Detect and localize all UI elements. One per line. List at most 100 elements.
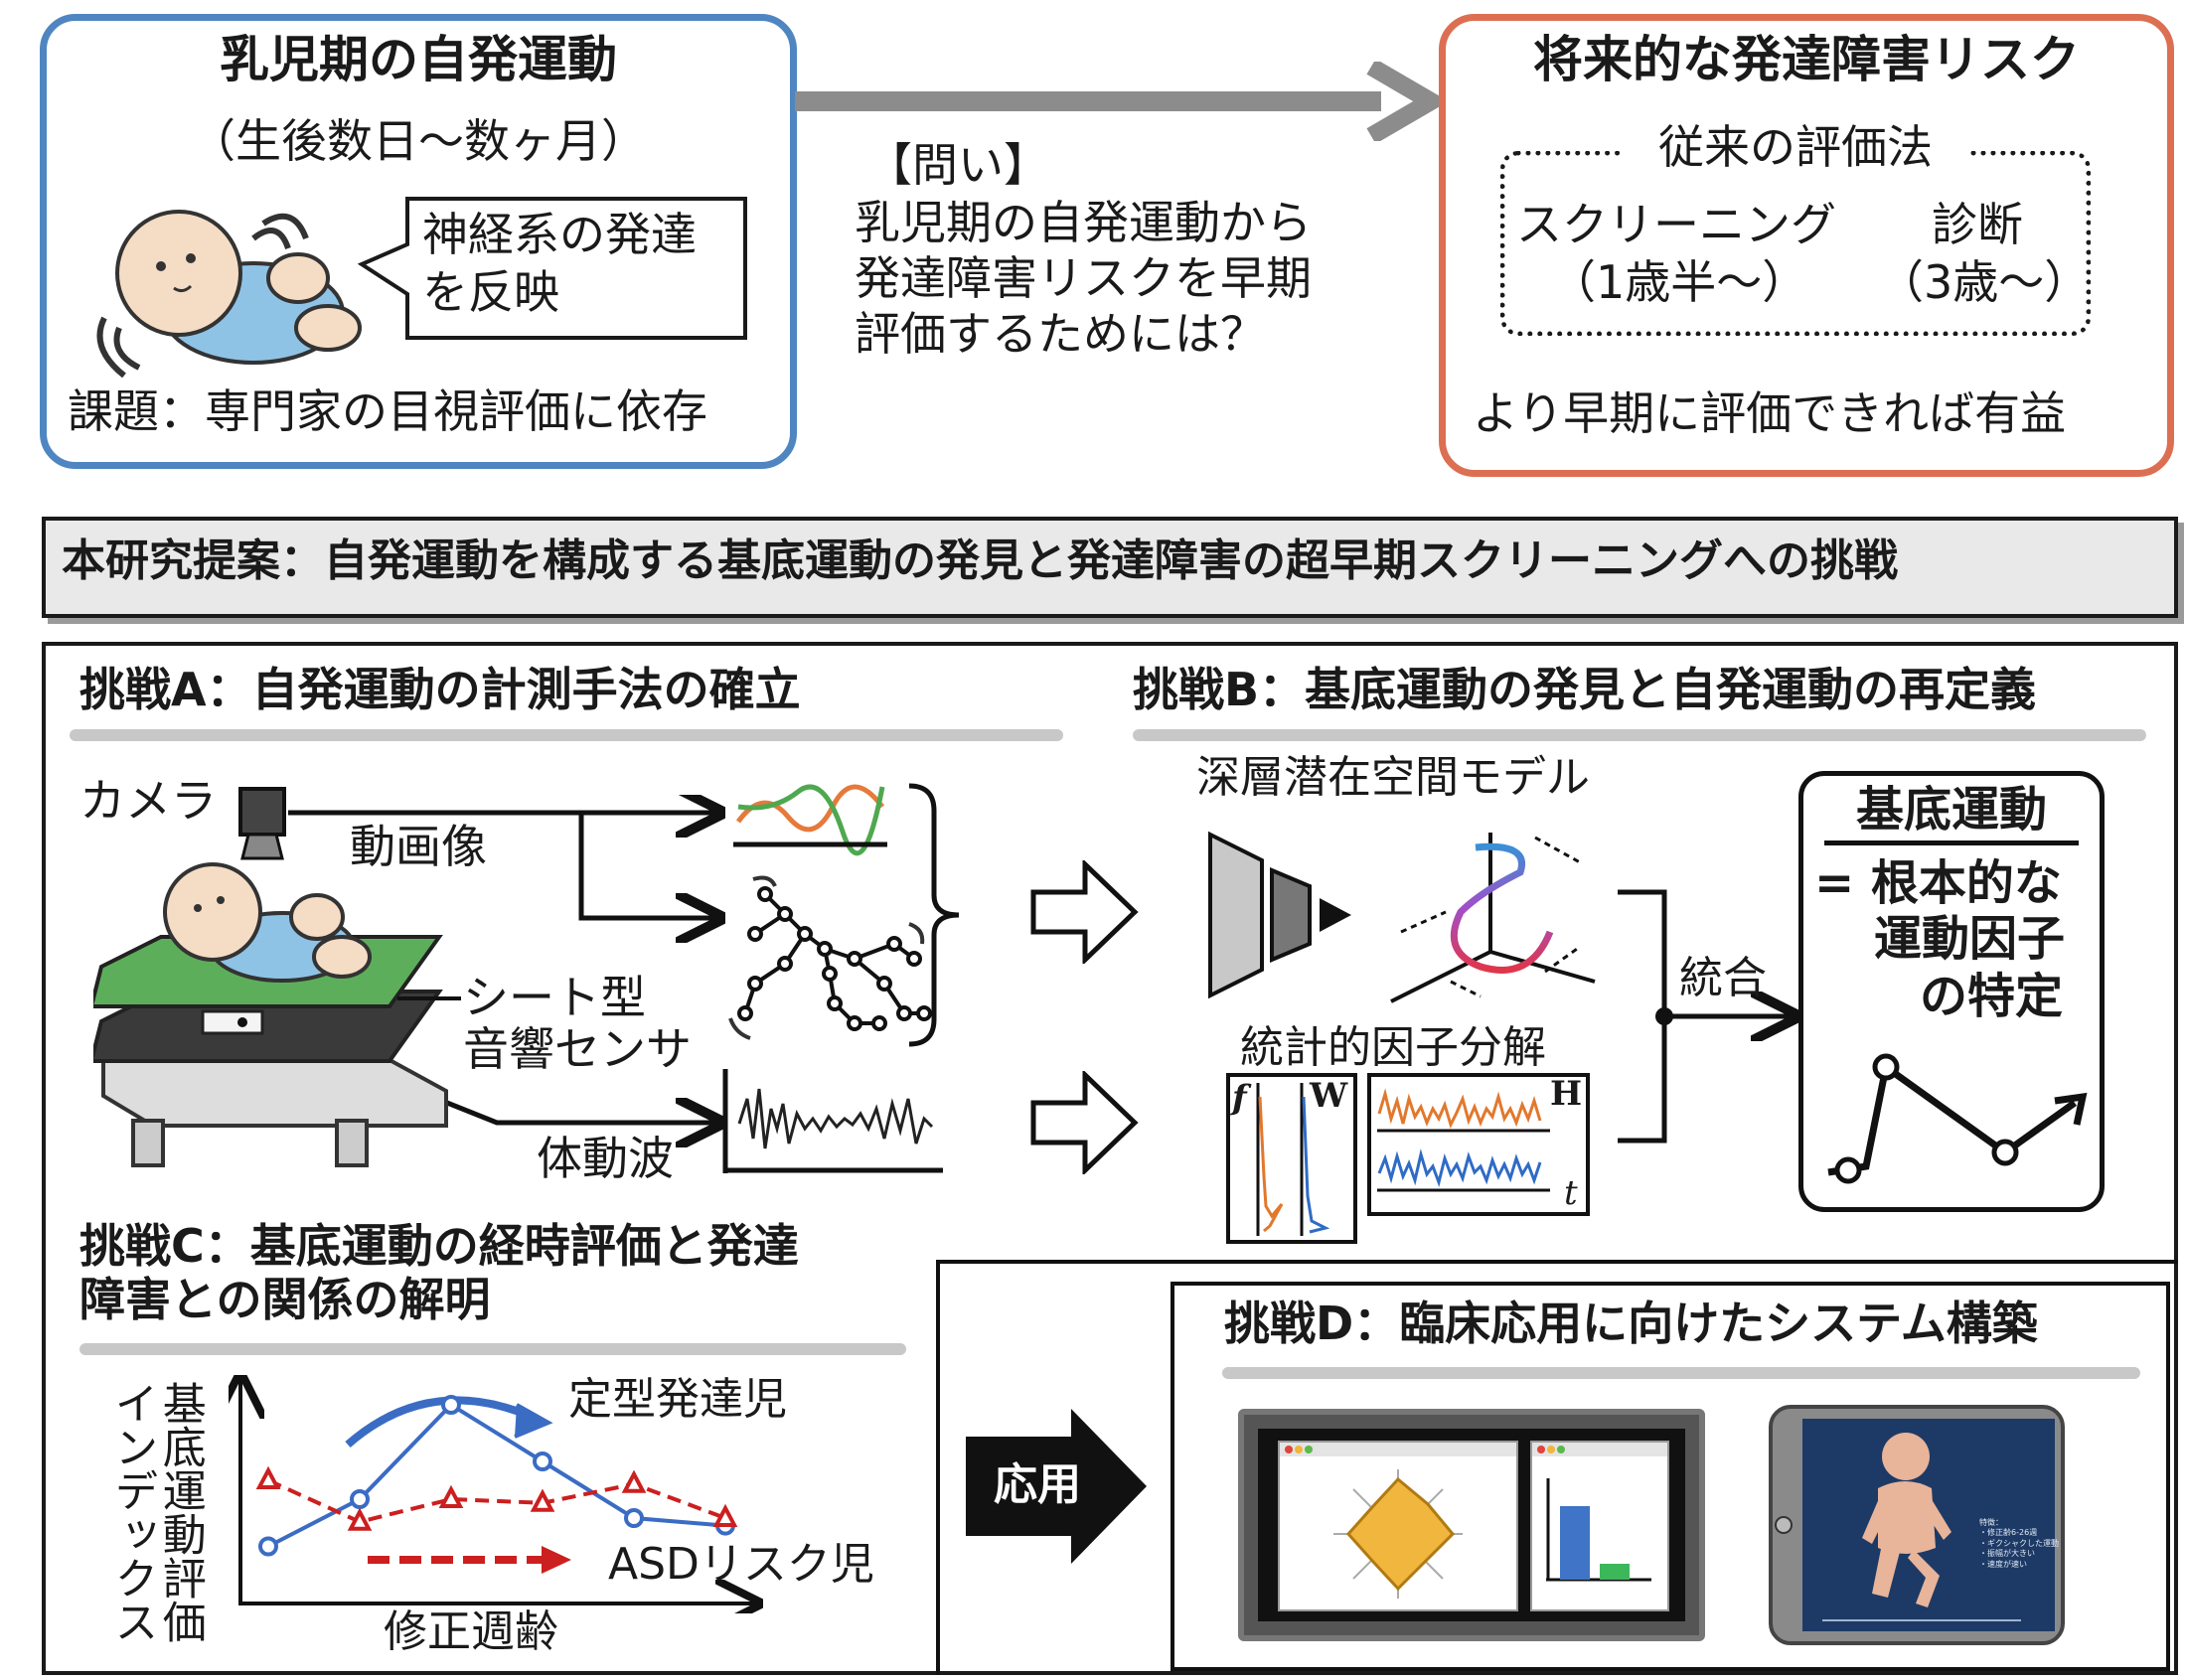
sheet-sensor-label-2: 音響センサ xyxy=(463,1022,692,1076)
series-1-point-4 xyxy=(621,1469,647,1493)
basis-movement-line-3: の特定 xyxy=(1920,969,2064,1024)
tablet-timeline-slider[interactable] xyxy=(1822,1619,2021,1621)
challenge-b-title: 挑戦B：基底運動の発見と自発運動の再定義 xyxy=(1133,663,2037,716)
camera-label: カメラ xyxy=(79,774,217,828)
skeleton-pose-icon xyxy=(728,875,932,1040)
hollow-arrow-icon-upper xyxy=(1030,860,1139,964)
basis-movement-title: 基底運動 xyxy=(1855,782,2047,838)
w-matrix-panel xyxy=(1226,1073,1357,1244)
infant-movement-title: 乳児期の自発運動 xyxy=(220,31,617,88)
series-typical-label: 定型発達児 xyxy=(568,1374,787,1425)
diagnosis-age: （3歳〜） xyxy=(1878,255,2091,309)
radar-window-titlebar xyxy=(1280,1443,1516,1456)
infant-3d-model-icon xyxy=(1862,1433,1951,1607)
chart-ylabel-line-1: 基底運動評価 xyxy=(154,1381,206,1643)
series-0-point-0 xyxy=(258,1536,278,1557)
challenge-c-title-1: 挑戦C：基底運動の経時評価と発達 xyxy=(79,1219,799,1273)
basis-movement-underline xyxy=(1824,840,2079,845)
w-matrix-plot xyxy=(1256,1083,1330,1236)
question-tag: 【問い】 xyxy=(866,138,1049,192)
bubble-line-1: 神経系の発達 xyxy=(422,208,697,261)
challenge-b-divider xyxy=(1133,729,2146,741)
future-risk-box xyxy=(1439,14,2174,477)
radar-chart-icon xyxy=(1333,1469,1463,1599)
latent-space-icon xyxy=(1390,833,1596,1003)
infant-movement-subtitle: （生後数日〜数ヶ月） xyxy=(190,114,647,168)
deep-model-label: 深層潜在空間モデル xyxy=(1196,752,1590,803)
body-wave-label: 体動波 xyxy=(537,1132,674,1185)
apply-arrow-icon xyxy=(966,1409,1147,1564)
bar-window-titlebar xyxy=(1532,1443,1667,1456)
baby-on-sensor-illustration xyxy=(93,862,448,1167)
sheet-sensor-label-1: シート型 xyxy=(463,971,646,1024)
series-1-point-5 xyxy=(712,1503,738,1527)
bar-chart-icon xyxy=(1546,1478,1651,1582)
h-matrix-panel xyxy=(1367,1073,1590,1216)
window-controls-icon-2 xyxy=(1537,1446,1565,1453)
bar-window[interactable] xyxy=(1530,1441,1669,1611)
screening-label: スクリーニング xyxy=(1516,198,1836,251)
cd-separator-horizontal xyxy=(936,1260,2178,1264)
encoder-network-icon xyxy=(1208,831,1351,999)
f-axis-label: f xyxy=(1232,1078,1247,1118)
camera-icon xyxy=(238,787,286,860)
issue-text: 課題：専門家の目視評価に依存 xyxy=(68,384,707,438)
challenge-c-title-2: 障害との関係の解明 xyxy=(79,1273,491,1326)
benefit-text: より早期に評価できれば有益 xyxy=(1473,386,2067,440)
tablet-info-line-3: ・ギクシャクした運動 xyxy=(1979,1538,2059,1548)
series-asd-label: ASDリスク児 xyxy=(608,1539,874,1590)
diagnosis-label: 診断 xyxy=(1932,198,2023,251)
arrow-right-icon xyxy=(795,62,1441,141)
tablet-info-line-1: 特徴： xyxy=(1979,1518,2003,1527)
series-1-point-0 xyxy=(255,1465,281,1489)
curly-brace-icon xyxy=(908,783,960,1047)
tablet-info-line-4: ・振幅が大きい xyxy=(1979,1549,2035,1559)
speech-bubble xyxy=(358,197,747,340)
tablet-info-line-2: ・修正齢6-26週 xyxy=(1979,1528,2038,1538)
baby-illustration-top xyxy=(96,210,362,378)
apply-label: 応用 xyxy=(994,1459,1081,1510)
cd-separator-vertical xyxy=(936,1260,940,1675)
h-matrix-label: H xyxy=(1550,1074,1583,1114)
challenge-d-divider xyxy=(1222,1367,2140,1379)
basis-trajectory-icon xyxy=(1827,1053,2088,1184)
series-line-0 xyxy=(267,1402,726,1549)
future-risk-title: 将来的な発達障害リスク xyxy=(1533,31,2080,88)
chart-ylabel: 基底運動評価 インデックス xyxy=(106,1381,206,1669)
series-1-point-2 xyxy=(438,1484,464,1508)
t-axis-label: t xyxy=(1564,1173,1578,1213)
factor-decomposition-label: 統計的因子分解 xyxy=(1240,1022,1546,1073)
series-0-point-2 xyxy=(441,1395,461,1415)
proposal-text: 本研究提案：自発運動を構成する基底運動の発見と発達障害の超早期スクリーニングへの… xyxy=(62,535,1898,586)
bubble-line-2: を反映 xyxy=(422,265,559,319)
tablet-info-text: 特徴： ・修正齢6-26週 ・ギクシャクした運動 ・振幅が大きい ・速度が速い xyxy=(1979,1518,2059,1570)
challenge-c-divider xyxy=(79,1343,906,1355)
challenge-a-divider xyxy=(70,729,1063,741)
chart-ylabel-line-2: インデックス xyxy=(106,1381,158,1643)
question-line-2: 発達障害リスクを早期 xyxy=(855,251,1312,305)
series-0-point-4 xyxy=(624,1508,644,1528)
chart-xlabel: 修正週齢 xyxy=(384,1606,558,1657)
challenge-a-title: 挑戦A：自発運動の計測手法の確立 xyxy=(79,663,801,716)
basis-movement-line-1: = 根本的な xyxy=(1814,855,2062,911)
conventional-methods-legend: 従来の評価法 xyxy=(1625,121,1966,174)
h-matrix-plot xyxy=(1377,1088,1550,1192)
hollow-arrow-icon-lower xyxy=(1030,1071,1139,1174)
series-0-point-1 xyxy=(350,1489,370,1509)
screening-age: （1歳半〜） xyxy=(1550,255,1808,309)
basis-movement-line-2: 運動因子 xyxy=(1874,911,2066,967)
integration-bracket xyxy=(1618,889,1798,1144)
question-line-1: 乳児期の自発運動から xyxy=(855,196,1312,249)
body-wave-signal-icon xyxy=(722,1069,943,1173)
window-controls-icon xyxy=(1285,1446,1313,1453)
question-line-3: 評価するためには？ xyxy=(855,307,1266,361)
development-chart xyxy=(229,1375,765,1613)
series-1-point-3 xyxy=(530,1488,555,1512)
sheet-leader-line xyxy=(397,996,461,1000)
series-1-point-1 xyxy=(347,1507,373,1531)
video-label: 動画像 xyxy=(350,820,487,873)
trajectory-curve-icon xyxy=(733,784,887,856)
series-0-point-3 xyxy=(533,1451,552,1471)
w-matrix-label: W xyxy=(1310,1076,1348,1116)
tablet-home-button[interactable] xyxy=(1775,1516,1793,1534)
